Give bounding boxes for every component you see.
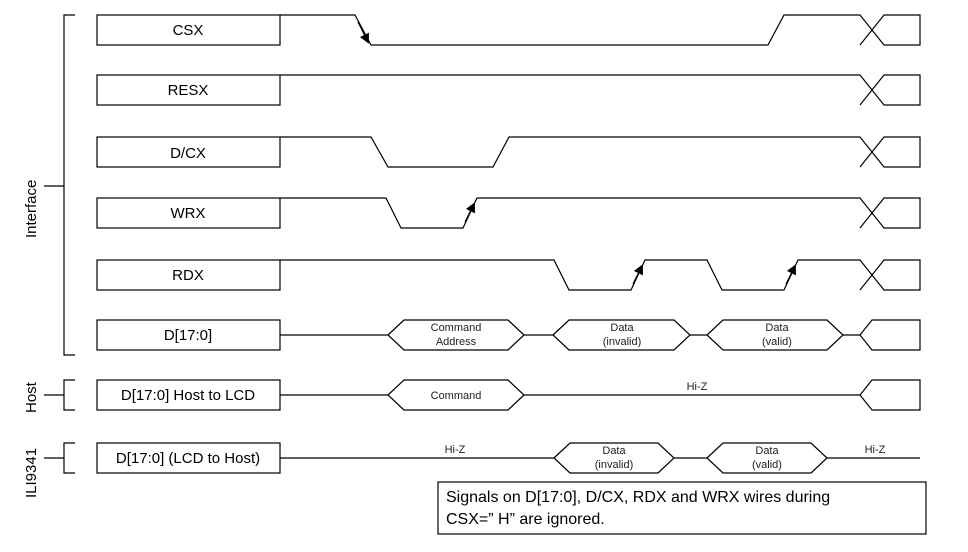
signal-d: D[17:0] Command Address Data (invalid) D… — [96, 319, 921, 351]
rdx-rising-arrow-1 — [632, 264, 643, 285]
interface-group-label: Interface — [23, 180, 40, 238]
signal-d-label: D[17:0] — [164, 327, 212, 344]
svg-text:(invalid): (invalid) — [595, 459, 634, 471]
signal-rdx-label: RDX — [172, 267, 204, 284]
signal-csx: CSX — [96, 14, 921, 46]
svg-text:Data: Data — [765, 322, 789, 334]
signal-d-host-to-lcd: D[17:0] Host to LCD Command Hi-Z — [96, 379, 921, 411]
svg-text:Command: Command — [431, 390, 482, 402]
host-bracket — [44, 379, 75, 411]
svg-text:(valid): (valid) — [752, 459, 782, 471]
signal-d-lcd-to-host: D[17:0] (LCD to Host) Hi-Z Data (invalid… — [96, 442, 920, 474]
note-box: Signals on D[17:0], D/CX, RDX and WRX wi… — [437, 481, 927, 535]
rdx-rising-arrow-2 — [785, 264, 796, 285]
signal-rdx: RDX — [96, 259, 921, 291]
signal-resx-label: RESX — [168, 82, 209, 99]
svg-text:Hi-Z: Hi-Z — [445, 444, 466, 456]
interface-bracket — [44, 14, 75, 356]
svg-text:(invalid): (invalid) — [603, 336, 642, 348]
signal-d-lcd-to-host-label: D[17:0] (LCD to Host) — [116, 450, 260, 467]
note-line-1: Signals on D[17:0], D/CX, RDX and WRX wi… — [446, 489, 830, 506]
svg-text:(valid): (valid) — [762, 336, 792, 348]
signal-wrx-label: WRX — [171, 205, 206, 222]
svg-text:Data: Data — [610, 322, 634, 334]
svg-text:Command: Command — [431, 322, 482, 334]
svg-text:Hi-Z: Hi-Z — [687, 381, 708, 393]
signal-dcx: D/CX — [96, 136, 921, 168]
host-group-label: Host — [23, 381, 40, 413]
csx-falling-arrow — [357, 21, 369, 44]
signal-dcx-label: D/CX — [170, 145, 206, 162]
wrx-rising-arrow — [464, 202, 475, 223]
signal-d-host-to-lcd-label: D[17:0] Host to LCD — [121, 387, 255, 404]
ili-bracket — [44, 442, 75, 474]
svg-text:Address: Address — [436, 336, 477, 348]
svg-text:Data: Data — [755, 445, 779, 457]
svg-text:Data: Data — [602, 445, 626, 457]
ili-group-label: ILI9341 — [23, 448, 40, 498]
svg-text:Hi-Z: Hi-Z — [865, 444, 886, 456]
signal-resx: RESX — [96, 74, 921, 106]
signal-wrx: WRX — [96, 197, 921, 229]
note-line-2: CSX=” H” are ignored. — [446, 511, 605, 528]
signal-csx-label: CSX — [173, 22, 204, 39]
